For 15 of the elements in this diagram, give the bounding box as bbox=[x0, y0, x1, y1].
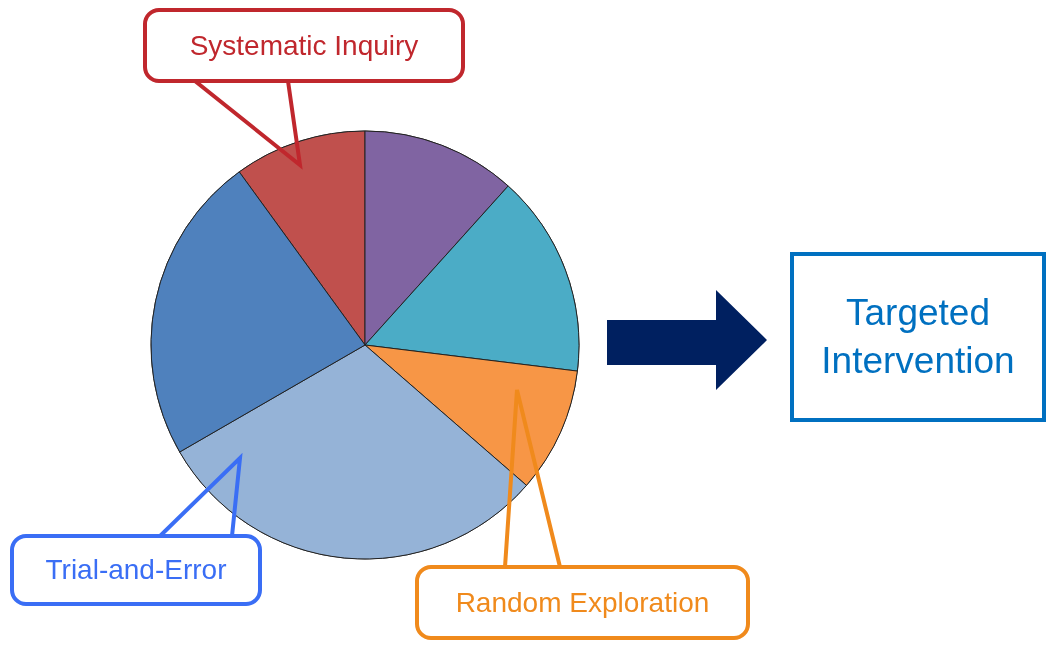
callout-text: Random Exploration bbox=[455, 586, 710, 619]
callout-bubble bbox=[143, 8, 465, 83]
outcome-text: Targeted Intervention bbox=[820, 290, 1016, 383]
pie-slice bbox=[364, 130, 509, 346]
pie-slice bbox=[364, 344, 578, 486]
block-arrow bbox=[607, 290, 767, 390]
pie-slice bbox=[364, 185, 580, 372]
pie-slice bbox=[179, 344, 527, 560]
callout-text: Systematic Inquiry bbox=[189, 29, 419, 62]
pie-chart bbox=[150, 130, 580, 560]
callout-bubble bbox=[10, 534, 262, 606]
pie-slice bbox=[150, 171, 366, 453]
callout-bubble bbox=[415, 565, 750, 640]
callout-text: Trial-and-Error bbox=[45, 554, 227, 586]
outcome-box bbox=[790, 252, 1046, 422]
